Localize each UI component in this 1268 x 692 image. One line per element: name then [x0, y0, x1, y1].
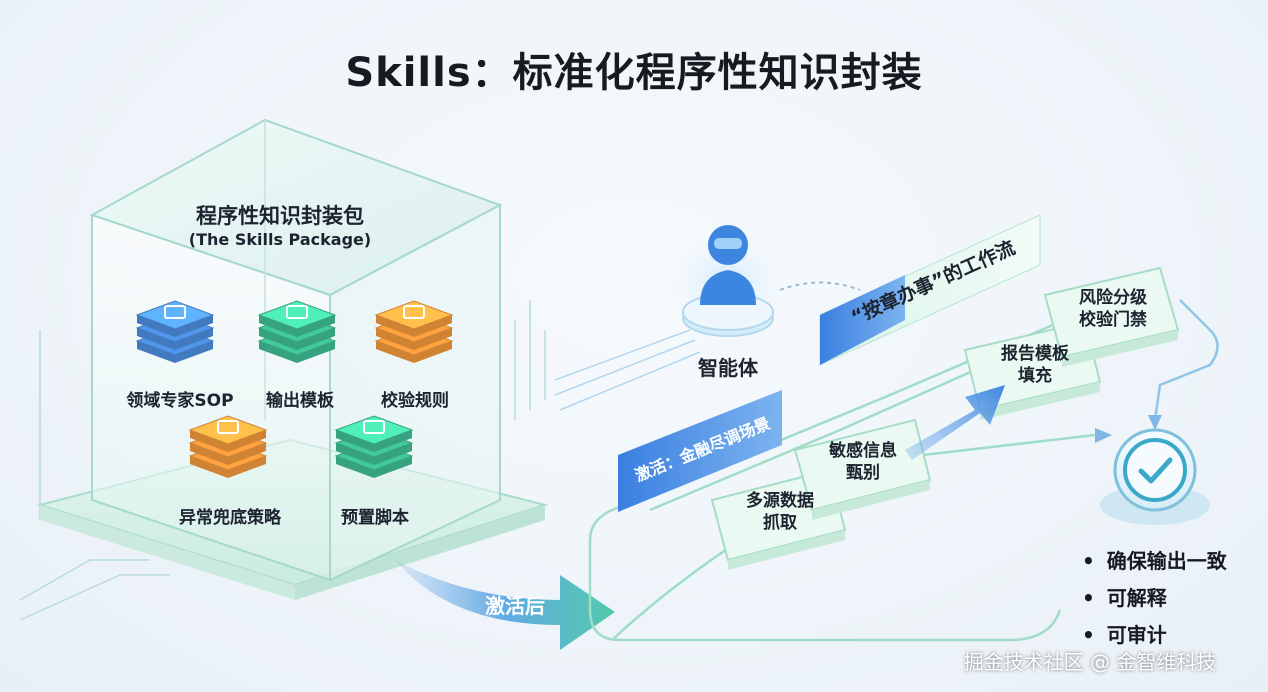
- package-subtitle: (The Skills Package): [188, 230, 372, 249]
- package-item-label: 校验规则: [381, 391, 449, 411]
- step-boxes: [710, 266, 1180, 570]
- agent-label: 智能体: [698, 356, 758, 380]
- agent-avatar: [668, 225, 861, 340]
- package-item-label: 输出模板: [266, 391, 334, 411]
- step-2-label: 敏感信息甄别: [829, 441, 897, 483]
- package-item-label: 领域专家SOP: [126, 391, 234, 411]
- step-arrow: [905, 385, 1005, 460]
- result-item: 可审计: [1082, 619, 1167, 648]
- sop-stack-icon: [135, 300, 215, 363]
- rules-stack-icon: [374, 300, 454, 363]
- fallback-stack-icon: [188, 415, 268, 478]
- package-item-label: 异常兜底策略: [179, 508, 281, 528]
- agent-beams: [554, 329, 701, 411]
- watermark: 掘金技术社区 @ 金智维科技: [963, 650, 1217, 674]
- page-title: Skills：标准化程序性知识封装: [345, 50, 923, 96]
- step-box-2: [793, 418, 932, 520]
- workflow-banner: [819, 214, 1041, 366]
- check-icon: [1100, 428, 1210, 525]
- circuit-decoration: [19, 300, 546, 621]
- package-cube: [89, 118, 503, 582]
- package-item-label: 预置脚本: [341, 508, 409, 528]
- step-3-label: 报告模板填充: [1001, 344, 1069, 386]
- step-4-label: 风险分级校验门禁: [1079, 288, 1147, 330]
- activation-arrow-label: 激活后: [485, 594, 545, 618]
- result-item: 确保输出一致: [1082, 545, 1227, 574]
- step-1-label: 多源数据抓取: [746, 491, 814, 533]
- step-box-4: [1043, 266, 1180, 367]
- package-item-stacks: [135, 300, 454, 478]
- result-item: 可解释: [1082, 582, 1167, 611]
- scenario-banner: [618, 390, 782, 512]
- script-stack-icon: [334, 415, 414, 478]
- template-stack-icon: [257, 300, 337, 363]
- package-title: 程序性知识封装包: [196, 204, 364, 228]
- activation-arrow: [395, 560, 615, 650]
